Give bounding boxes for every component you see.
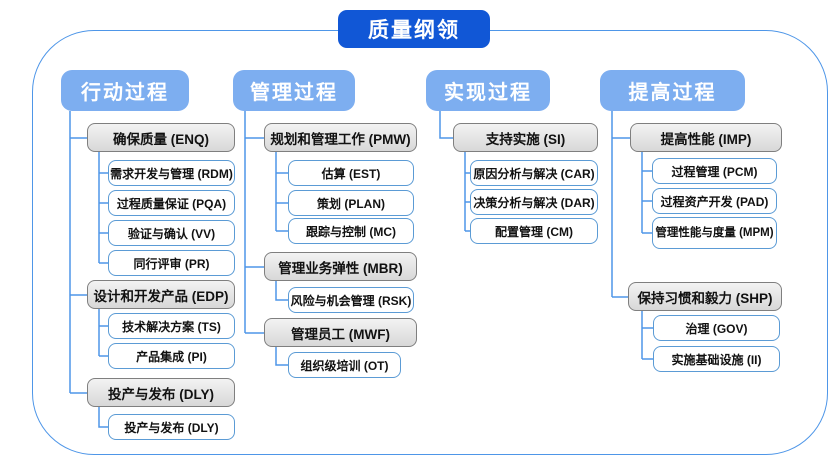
node-pmw: 规划和管理工作 (PMW) xyxy=(264,123,417,152)
node-pad: 过程资产开发 (PAD) xyxy=(652,188,777,214)
column-header-improvement: 提高过程 xyxy=(600,70,745,111)
node-vv: 验证与确认 (VV) xyxy=(108,220,235,246)
node-cm: 配置管理 (CM) xyxy=(470,218,598,244)
node-mpm: 管理性能与度量 (MPM) xyxy=(652,217,777,249)
node-car: 原因分析与解决 (CAR) xyxy=(470,160,598,186)
node-si: 支持实施 (SI) xyxy=(453,123,598,152)
node-imp: 提高性能 (IMP) xyxy=(630,123,782,152)
node-pqa: 过程质量保证 (PQA) xyxy=(108,190,235,216)
node-dly-sub: 投产与发布 (DLY) xyxy=(108,414,235,440)
node-gov: 治理 (GOV) xyxy=(653,315,780,341)
diagram-title: 质量纲领 xyxy=(338,10,490,48)
node-shp: 保持习惯和毅力 (SHP) xyxy=(628,282,782,311)
node-rdm: 需求开发与管理 (RDM) xyxy=(108,160,235,186)
node-enq: 确保质量 (ENQ) xyxy=(87,123,235,152)
node-mwf: 管理员工 (MWF) xyxy=(264,318,417,347)
node-ii: 实施基础设施 (II) xyxy=(653,346,780,372)
node-pi: 产品集成 (PI) xyxy=(108,343,235,369)
node-plan: 策划 (PLAN) xyxy=(288,190,414,216)
node-dar: 决策分析与解决 (DAR) xyxy=(470,189,598,215)
node-edp: 设计和开发产品 (EDP) xyxy=(87,280,235,309)
node-ot: 组织级培训 (OT) xyxy=(288,352,401,378)
node-pr: 同行评审 (PR) xyxy=(108,250,235,276)
node-mc: 跟踪与控制 (MC) xyxy=(288,218,414,244)
node-pcm: 过程管理 (PCM) xyxy=(652,158,777,184)
node-est: 估算 (EST) xyxy=(288,160,414,186)
column-header-management: 管理过程 xyxy=(233,70,355,111)
column-header-implementation: 实现过程 xyxy=(426,70,550,111)
node-mbr: 管理业务弹性 (MBR) xyxy=(264,252,417,281)
node-dly: 投产与发布 (DLY) xyxy=(87,378,235,407)
node-rsk: 风险与机会管理 (RSK) xyxy=(288,287,414,313)
node-ts: 技术解决方案 (TS) xyxy=(108,313,235,339)
column-header-action: 行动过程 xyxy=(61,70,189,111)
